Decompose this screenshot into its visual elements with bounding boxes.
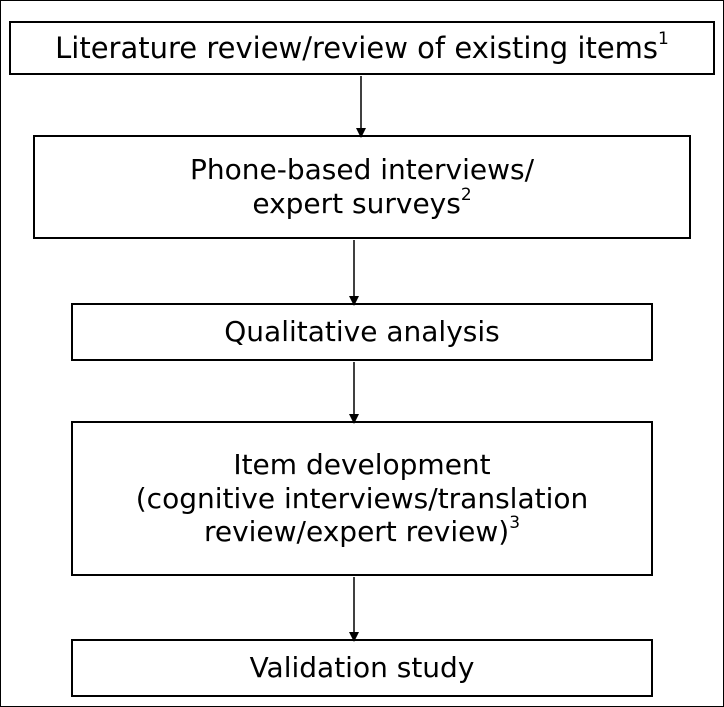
box-line: Phone-based interviews/ [190, 153, 534, 187]
box-line: (cognitive interviews/translation [136, 482, 589, 516]
box-text: expert surveys [252, 187, 461, 220]
box-text: review/expert review) [203, 515, 510, 549]
box-line: Qualitative analysis [224, 315, 499, 349]
footnote-marker: 2 [460, 184, 472, 205]
box-line: review/expert review)3 [203, 512, 521, 549]
box-text: Item development [233, 448, 491, 482]
box-line: Validation study [250, 651, 475, 685]
box-literature-review: Literature review/review of existing ite… [9, 21, 715, 75]
box-qualitative-analysis: Qualitative analysis [71, 303, 653, 361]
box-text: (cognitive interviews/translation [135, 481, 589, 515]
box-phone-interviews: Phone-based interviews/ expert surveys2 [33, 135, 691, 239]
box-line: Literature review/review of existing ite… [55, 28, 669, 66]
box-text: Phone-based interviews/ [190, 153, 534, 187]
footnote-marker: 1 [658, 28, 669, 49]
box-text: Literature review/review of existing ite… [55, 30, 659, 65]
box-line: Item development [233, 448, 490, 482]
box-item-development: Item development (cognitive interviews/t… [71, 421, 653, 576]
footnote-marker: 3 [509, 512, 521, 533]
box-line: expert surveys2 [252, 184, 472, 221]
box-text: Validation study [249, 651, 475, 685]
box-validation-study: Validation study [71, 639, 653, 697]
box-text: Qualitative analysis [224, 315, 500, 349]
